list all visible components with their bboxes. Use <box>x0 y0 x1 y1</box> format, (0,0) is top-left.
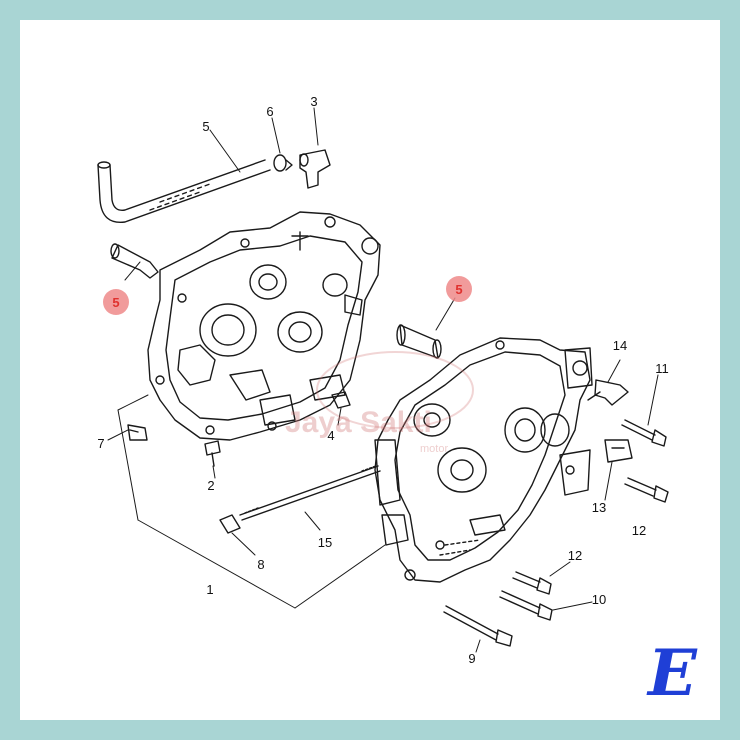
callout-11: 10 <box>592 592 606 607</box>
callout-15: 15 <box>318 535 332 550</box>
callout-5-right: 5 <box>455 282 462 297</box>
bolt-12-low <box>512 571 552 595</box>
breather-hose <box>97 159 271 224</box>
highlight-marker-right <box>446 276 472 302</box>
dowel-right <box>396 324 442 359</box>
bolt-12-top <box>621 419 667 447</box>
cable-guide <box>587 379 629 406</box>
bolt-11 <box>499 590 553 621</box>
callout-12-top: 11 <box>655 361 669 376</box>
stud-nut <box>219 514 241 534</box>
bolt-small <box>204 440 221 467</box>
hose-clamp <box>273 154 293 172</box>
exploded-parts-diagram: Jaya Sakti motor 5 6 3 5 5 4 2 7 8 15 1 … <box>97 94 698 711</box>
callout-5-left: 5 <box>112 295 119 310</box>
dowel-pin <box>331 391 351 409</box>
callout-10: 9 <box>468 651 475 666</box>
callout-12-mid: 12 <box>632 523 646 538</box>
badge-letter: E <box>646 636 698 711</box>
bolt-12-mid <box>624 477 669 503</box>
breather-elbow <box>299 149 331 189</box>
watermark: Jaya Sakti motor <box>285 351 474 455</box>
watermark-text: Jaya Sakti <box>285 406 432 439</box>
callout-7: 6 <box>266 104 273 119</box>
watermark-subtext: motor <box>420 443 448 455</box>
callout-4: 4 <box>327 428 334 443</box>
callout-14: 14 <box>613 338 627 353</box>
drain-plug <box>127 424 148 441</box>
leader-lines <box>107 107 659 653</box>
callout-13: 13 <box>592 500 606 515</box>
callout-8: 7 <box>97 436 104 451</box>
highlight-marker-left <box>103 289 129 315</box>
diagram-frame: Jaya Sakti motor 5 6 3 5 5 4 2 7 8 15 1 … <box>20 20 720 720</box>
callout-3: 3 <box>310 94 317 109</box>
callout-6: 5 <box>202 119 209 134</box>
callout-9: 8 <box>257 557 264 572</box>
stud-bolt <box>239 465 381 521</box>
right-crankcase-half <box>374 337 593 583</box>
callout-1: 1 <box>206 582 213 597</box>
left-crankcase-half <box>147 211 381 441</box>
dowel-left <box>110 243 159 279</box>
callout-labels: 5 6 3 5 5 4 2 7 8 15 1 14 11 13 12 12 10… <box>97 94 668 666</box>
callout-12-low: 12 <box>568 548 582 563</box>
callout-2: 2 <box>207 478 214 493</box>
clip-13 <box>604 439 633 463</box>
long-bolt <box>443 605 513 647</box>
